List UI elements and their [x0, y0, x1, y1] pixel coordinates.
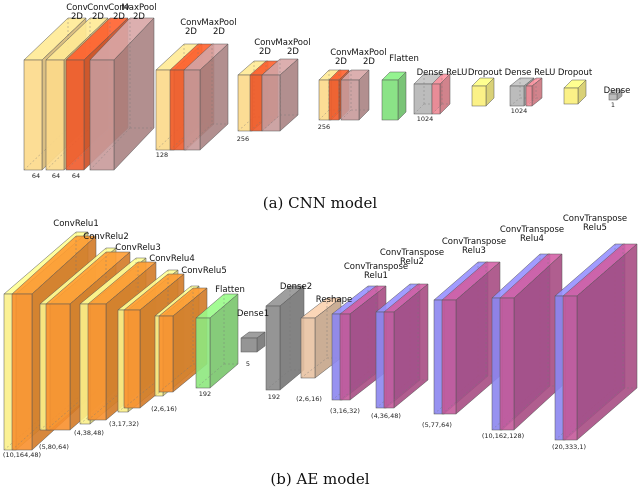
cnn-dropout2: [563, 79, 587, 105]
ae-layer-label-8: Dense2: [280, 282, 312, 292]
ae-dim-label-6: 192: [199, 390, 211, 398]
ae-dim-label-12: (5,77,64): [422, 421, 452, 429]
ae-layer-label-7: Dense1: [237, 309, 269, 319]
ae-convtranspose5: [562, 243, 638, 441]
ae-dim-label-10: (3,16,32): [330, 407, 360, 415]
ae-dim-label-11: (4,36,48): [371, 412, 401, 420]
cnn-layer-label-12: Dense ReLU: [417, 68, 468, 78]
cnn-maxpool1: [89, 17, 155, 171]
ae-convtranspose3: [441, 261, 501, 415]
cnn-dim-label-1: 64: [32, 172, 40, 180]
ae-dim-label-8: 192: [268, 393, 280, 401]
cnn-dim-label-3: 64: [72, 172, 80, 180]
ae-dim-label-4: (3,17,32): [109, 420, 139, 428]
cnn-dense1-relu: [431, 73, 451, 115]
cnn-maxpool4: [340, 69, 370, 121]
cnn-layer-label-13: Dropout: [468, 68, 503, 78]
ae-layer-label-1: ConvRelu1: [53, 219, 98, 229]
ae-caption: (b) AE model: [270, 470, 369, 488]
ae-labels: ConvRelu1ConvRelu2ConvRelu3ConvRelu4Conv…: [3, 214, 627, 459]
ae-layer-label-5: ConvRelu5: [181, 266, 226, 276]
ae-convtranspose4: [499, 253, 563, 431]
cnn-dim-label-2: 64: [52, 172, 60, 180]
ae-layer-label-4: ConvRelu4: [149, 254, 194, 264]
cnn-dense2-relu: [525, 77, 543, 107]
cnn-layer-label-15: Dropout: [558, 68, 593, 78]
cnn-dim-label-8: 1024: [511, 107, 528, 115]
cnn-layer-label-14: Dense ReLU: [505, 68, 556, 78]
cnn-caption: (a) CNN model: [263, 194, 378, 212]
ae-flatten: [195, 293, 239, 389]
cnn-maxpool2: [183, 43, 229, 151]
cnn-diagram: [23, 17, 623, 171]
cnn-dim-label-9: 1: [611, 101, 615, 109]
ae-convtranspose2: [383, 283, 429, 409]
ae-layer-label-2: ConvRelu2: [83, 232, 128, 242]
ae-layer-label-3: ConvRelu3: [115, 243, 160, 253]
cnn-flatten: [381, 71, 407, 121]
ae-dim-label-5: (2,6,16): [151, 405, 177, 413]
ae-dim-label-9: (2,6,16): [296, 395, 322, 403]
cnn-layer-label-11: Flatten: [389, 54, 419, 64]
ae-dim-label-13: (10,162,128): [482, 432, 524, 440]
cnn-dense3: [608, 89, 623, 101]
ae-layer-label-6: Flatten: [215, 285, 245, 295]
cnn-dim-label-4: 128: [156, 151, 168, 159]
cnn-dim-label-6: 256: [318, 123, 330, 131]
ae-layer-label-9: Reshape: [316, 295, 352, 305]
ae-dim-label-3: (4,38,48): [74, 429, 104, 437]
cnn-dim-label-5: 256: [237, 135, 249, 143]
ae-dim-label-14: (20,333,1): [552, 443, 586, 451]
ae-dense2: [265, 285, 305, 391]
ae-diagram: [3, 231, 638, 451]
ae-dense1: [240, 331, 266, 353]
cnn-layer-label-16: Dense: [604, 86, 631, 96]
ae-dim-label-1: (10,164,48): [3, 451, 41, 459]
cnn-dim-label-7: 1024: [417, 115, 434, 123]
cnn-maxpool3: [261, 58, 299, 132]
cnn-dropout1: [471, 77, 495, 107]
ae-dim-label-2: (5,80,64): [39, 443, 69, 451]
ae-dim-label-7: 5: [246, 360, 250, 368]
